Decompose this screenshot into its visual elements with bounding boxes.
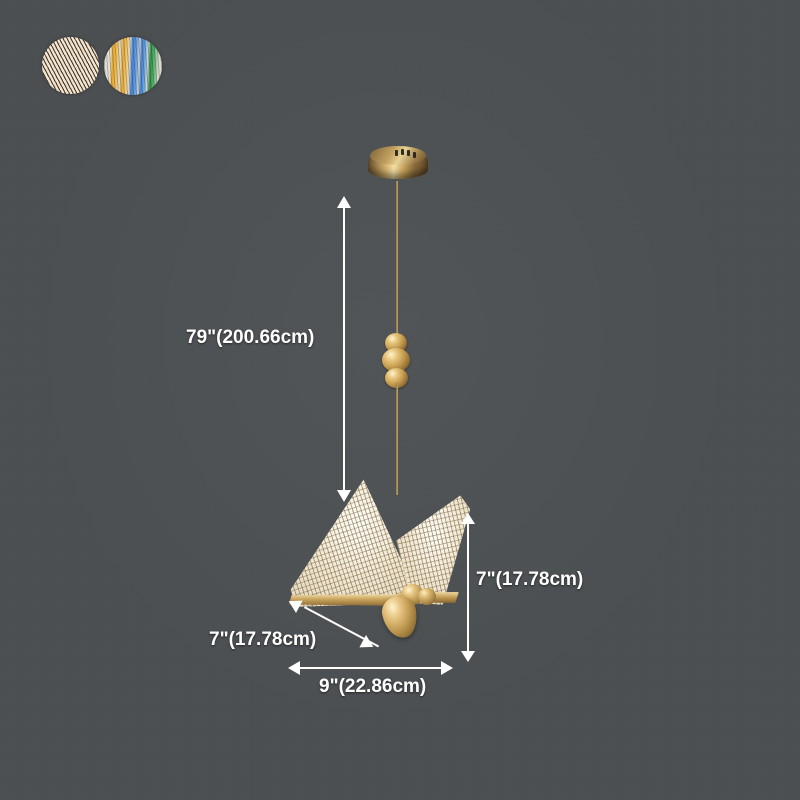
decorative-bead: [385, 368, 408, 388]
canopy-vent-icon: [407, 150, 410, 156]
shade-height-dimension-line: [467, 521, 469, 653]
width-arrow-left-icon: [288, 661, 300, 675]
depth-dimension-label: 7"(17.78cm): [209, 629, 317, 650]
width-dimension-line: [297, 667, 443, 669]
swatch-multicolor-stripe-finish[interactable]: [104, 37, 162, 95]
left-wing-trim: [289, 594, 413, 606]
ceiling-canopy: [368, 146, 428, 184]
shade-height-dimension-label: 7"(17.78cm): [476, 569, 584, 590]
suspension-cord-lower: [396, 383, 398, 495]
butterfly-shade: [275, 470, 490, 650]
width-arrow-right-icon: [441, 661, 453, 675]
height-arrow-top-icon: [337, 196, 351, 208]
canopy-vent-icon: [413, 152, 416, 158]
canopy-vent-icon: [401, 149, 404, 155]
height-dimension-line: [343, 204, 345, 492]
butterfly-body-knob: [418, 588, 436, 605]
canopy-vent-icon: [395, 150, 398, 156]
height-arrow-bottom-icon: [337, 490, 351, 502]
canopy-top-plate: [370, 146, 426, 165]
swatch-white-web-finish[interactable]: [42, 37, 99, 94]
height-dimension-label: 79"(200.66cm): [186, 327, 315, 348]
width-dimension-label: 9"(22.86cm): [319, 676, 427, 697]
shade-height-arrow-bottom-icon: [461, 651, 475, 662]
shade-height-arrow-top-icon: [461, 513, 475, 524]
suspension-cord-upper: [396, 181, 398, 336]
